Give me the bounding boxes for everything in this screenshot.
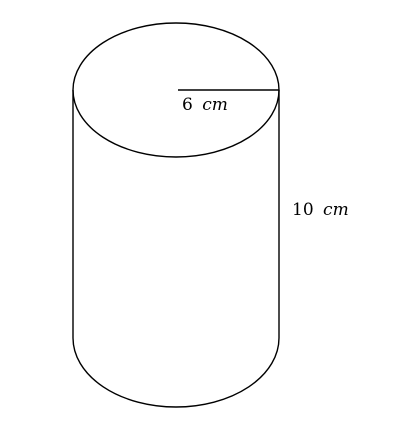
cylinder-body-outline [72, 90, 280, 408]
radius-unit: cm [202, 95, 228, 115]
height-unit: cm [323, 200, 349, 220]
radius-value: 6 [182, 95, 193, 115]
height-label: 10 cm [292, 200, 349, 220]
radius-label: 6 cm [182, 95, 228, 115]
height-value: 10 [292, 200, 314, 220]
